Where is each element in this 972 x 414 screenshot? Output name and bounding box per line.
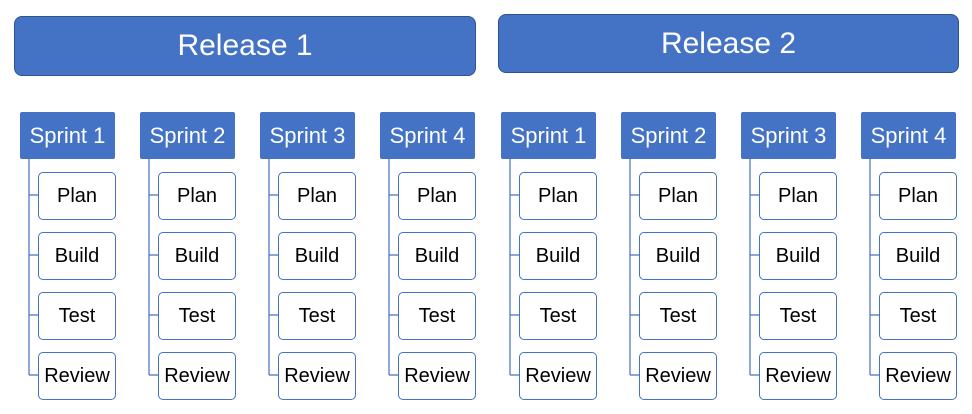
task-review: Review [278, 352, 356, 400]
task-review: Review [879, 352, 957, 400]
release-1-sprint-2: Sprint 2 [140, 112, 235, 159]
release-2-sprint-4: Sprint 4 [861, 112, 956, 159]
task-plan: Plan [398, 172, 476, 220]
task-build: Build [278, 232, 356, 280]
task-plan: Plan [158, 172, 236, 220]
task-test: Test [759, 292, 837, 340]
task-build: Build [759, 232, 837, 280]
task-plan: Plan [879, 172, 957, 220]
task-build: Build [519, 232, 597, 280]
task-plan: Plan [639, 172, 717, 220]
task-review: Review [398, 352, 476, 400]
release-2-sprint-1: Sprint 1 [501, 112, 596, 159]
task-build: Build [879, 232, 957, 280]
release-1-sprint-3: Sprint 3 [260, 112, 355, 159]
task-build: Build [639, 232, 717, 280]
task-review: Review [158, 352, 236, 400]
task-test: Test [278, 292, 356, 340]
task-test: Test [38, 292, 116, 340]
task-test: Test [879, 292, 957, 340]
task-plan: Plan [38, 172, 116, 220]
task-test: Test [519, 292, 597, 340]
task-review: Review [639, 352, 717, 400]
task-plan: Plan [759, 172, 837, 220]
task-review: Review [759, 352, 837, 400]
release-1-sprint-1: Sprint 1 [20, 112, 115, 159]
task-review: Review [38, 352, 116, 400]
task-plan: Plan [278, 172, 356, 220]
task-test: Test [639, 292, 717, 340]
release-2-header: Release 2 [498, 14, 959, 73]
task-test: Test [398, 292, 476, 340]
release-1-sprint-4: Sprint 4 [380, 112, 475, 159]
task-build: Build [158, 232, 236, 280]
task-test: Test [158, 292, 236, 340]
task-build: Build [398, 232, 476, 280]
release-1-header: Release 1 [14, 16, 476, 76]
release-2-sprint-2: Sprint 2 [621, 112, 716, 159]
task-review: Review [519, 352, 597, 400]
task-build: Build [38, 232, 116, 280]
task-plan: Plan [519, 172, 597, 220]
release-2-sprint-3: Sprint 3 [741, 112, 836, 159]
